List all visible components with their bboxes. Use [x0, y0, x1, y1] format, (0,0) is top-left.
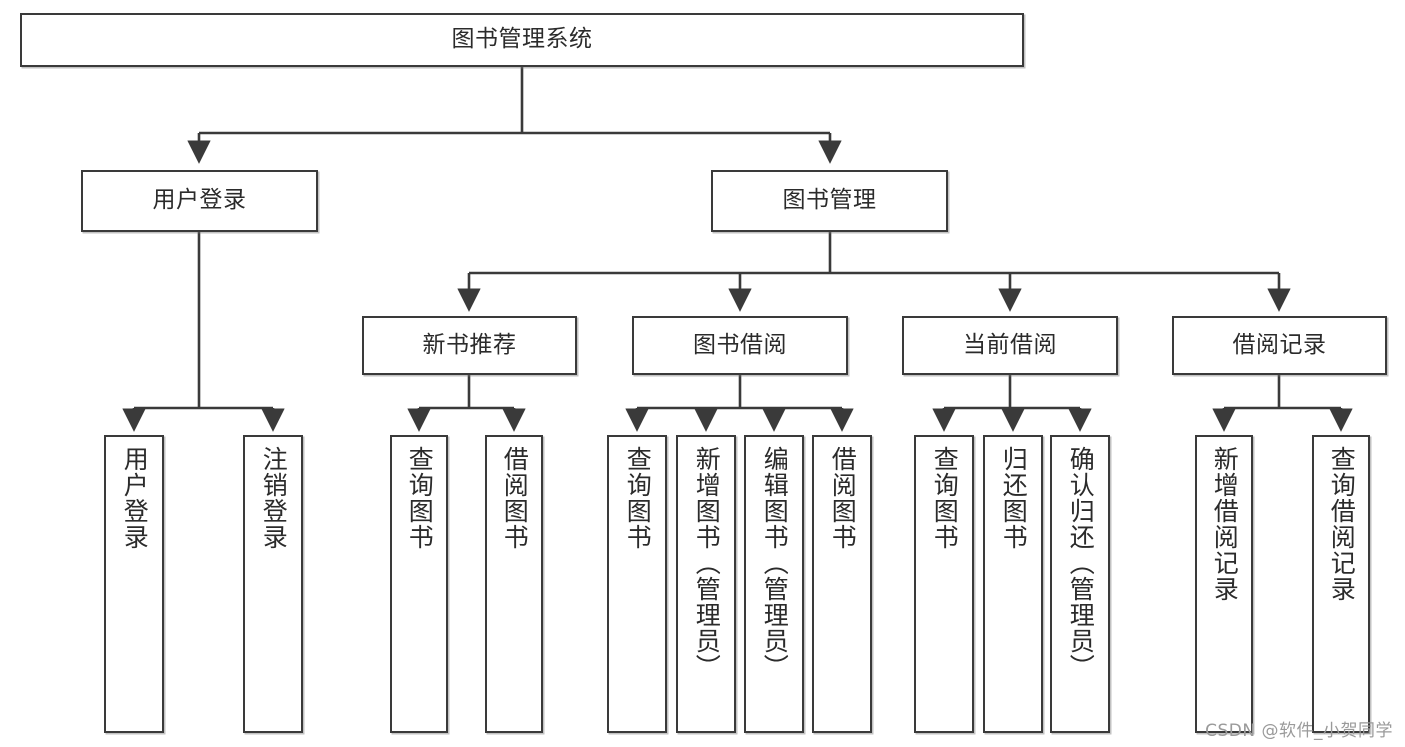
leaf-query-borrow-record[interactable]: 查询借阅记录 [1312, 435, 1370, 733]
leaf-logout-login[interactable]: 注销登录 [243, 435, 303, 733]
leaf-query-book-recommend[interactable]: 查询图书 [390, 435, 448, 733]
node-label: 查询图书 [405, 446, 435, 550]
node-new-book-recommend[interactable]: 新书推荐 [362, 316, 577, 375]
node-current-borrow[interactable]: 当前借阅 [902, 316, 1118, 375]
node-book-management[interactable]: 图书管理 [711, 170, 948, 232]
node-book-borrow[interactable]: 图书借阅 [632, 316, 848, 375]
node-label: 借阅图书 [500, 446, 530, 550]
leaf-return-book[interactable]: 归还图书 [983, 435, 1043, 733]
node-label: 新增图书（管理员） [692, 446, 722, 680]
node-label: 当前借阅 [963, 331, 1057, 358]
node-label: 查询借阅记录 [1327, 446, 1357, 602]
node-label: 归还图书 [999, 446, 1029, 550]
leaf-borrow-book-recommend[interactable]: 借阅图书 [485, 435, 543, 733]
node-label: 确认归还（管理员） [1066, 446, 1096, 680]
leaf-query-book-current[interactable]: 查询图书 [914, 435, 974, 733]
node-borrow-record[interactable]: 借阅记录 [1172, 316, 1387, 375]
node-label: 新增借阅记录 [1210, 446, 1240, 602]
node-label: 查询图书 [623, 446, 653, 550]
leaf-query-book-borrow[interactable]: 查询图书 [607, 435, 667, 733]
node-label: 图书借阅 [693, 331, 787, 358]
node-label: 查询图书 [930, 446, 960, 550]
csdn-watermark: CSDN @软件_小贺同学 [1205, 721, 1393, 741]
node-label: 新书推荐 [422, 331, 517, 358]
leaf-confirm-return-admin[interactable]: 确认归还（管理员） [1050, 435, 1110, 733]
leaf-edit-book-admin[interactable]: 编辑图书（管理员） [744, 435, 804, 733]
leaf-user-login[interactable]: 用户登录 [104, 435, 164, 733]
leaf-borrow-book[interactable]: 借阅图书 [812, 435, 872, 733]
node-label: 编辑图书（管理员） [760, 446, 790, 680]
node-label: 图书管理系统 [451, 26, 593, 53]
node-label: 用户登录 [120, 446, 150, 550]
node-label: 图书管理 [782, 187, 877, 214]
node-user-login[interactable]: 用户登录 [81, 170, 318, 232]
node-label: 注销登录 [259, 446, 289, 550]
node-root-book-management-system[interactable]: 图书管理系统 [20, 13, 1024, 67]
leaf-add-book-admin[interactable]: 新增图书（管理员） [676, 435, 736, 733]
leaf-add-borrow-record[interactable]: 新增借阅记录 [1195, 435, 1253, 733]
node-label: 用户登录 [152, 187, 247, 214]
node-label: 借阅记录 [1232, 331, 1327, 358]
node-label: 借阅图书 [828, 446, 858, 550]
